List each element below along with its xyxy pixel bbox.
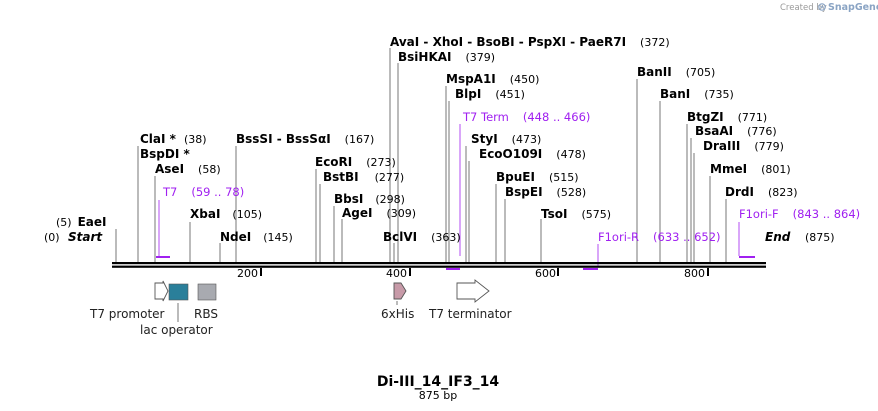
feature-label-lac-operator: lac operator bbox=[140, 323, 213, 337]
primer-bars bbox=[156, 256, 755, 270]
restriction-site-labels: (5)EaeI ClaI *(38) BspDI * AseI(58) XbaI… bbox=[56, 35, 798, 244]
site-label-btgzi[interactable]: BtgZI(771) bbox=[687, 110, 767, 124]
feature-label-t7-terminator: T7 terminator bbox=[428, 307, 512, 321]
site-label-eaei[interactable]: (5)EaeI bbox=[56, 215, 107, 229]
site-label-bsaai[interactable]: BsaAI(776) bbox=[695, 124, 777, 138]
primer-bar-t7 bbox=[156, 256, 170, 258]
end-labels: (0) Start End (875) bbox=[44, 230, 835, 244]
feature-6xhis-arrow[interactable] bbox=[393, 282, 407, 300]
site-label-blpi[interactable]: BlpI(451) bbox=[455, 87, 525, 101]
site-label-bsihkai[interactable]: BsiHKAI(379) bbox=[398, 50, 495, 64]
site-label-bspei[interactable]: BspEI(528) bbox=[505, 185, 586, 199]
ruler-tick-label: 800 bbox=[684, 267, 705, 280]
feature-t7-terminator-arrow[interactable] bbox=[456, 279, 490, 303]
feature-label-6xhis: 6xHis bbox=[381, 307, 414, 321]
site-label-clai[interactable]: ClaI *(38) bbox=[140, 132, 207, 146]
credit-brand: SnapGene bbox=[828, 2, 878, 13]
start-label: Start bbox=[68, 230, 103, 244]
primer-label-t7-term[interactable]: T7 Term(448 .. 466) bbox=[462, 110, 590, 124]
site-label-styi[interactable]: StyI(473) bbox=[471, 132, 541, 146]
ruler-tick-mark bbox=[707, 268, 709, 276]
map-length: 875 bp bbox=[419, 389, 457, 402]
site-label-mspa1i[interactable]: MspA1I(450) bbox=[446, 72, 539, 86]
end-label: End bbox=[765, 230, 791, 244]
feature-track: T7 promoter lac operator RBS 6xHis T7 te… bbox=[89, 279, 512, 337]
ruler-tick-mark bbox=[557, 268, 559, 276]
site-label-drdi[interactable]: DrdI(823) bbox=[725, 185, 798, 199]
ruler-tick-mark bbox=[260, 268, 262, 276]
site-label-asei[interactable]: AseI(58) bbox=[155, 162, 221, 176]
site-label-bspdi[interactable]: BspDI * bbox=[140, 147, 190, 161]
ruler-tick-label: 600 bbox=[535, 267, 556, 280]
site-label-banii[interactable]: BanII(705) bbox=[637, 65, 715, 79]
end-position: (875) bbox=[805, 231, 835, 244]
site-label-bpuei[interactable]: BpuEI(515) bbox=[496, 170, 579, 184]
site-label-ecoo109i[interactable]: EcoO109I(478) bbox=[479, 147, 586, 161]
site-label-avai-group[interactable]: AvaI - XhoI - BsoBI - PspXI - PaeR7I(372… bbox=[390, 35, 670, 49]
feature-lac-operator-box[interactable] bbox=[168, 283, 189, 301]
feature-t7-promoter-arrow[interactable] bbox=[154, 280, 169, 302]
site-label-bclvi[interactable]: BclVI(363) bbox=[383, 230, 461, 244]
map-title: Di-III_14_IF3_14 bbox=[377, 374, 500, 390]
site-label-ndei[interactable]: NdeI(145) bbox=[220, 230, 293, 244]
ruler-tick-label: 400 bbox=[386, 267, 407, 280]
site-label-bstbi[interactable]: BstBI(277) bbox=[323, 170, 404, 184]
start-position: (0) bbox=[44, 231, 60, 244]
ruler: 200 400 600 800 bbox=[237, 267, 709, 280]
feature-rbs-box[interactable] bbox=[197, 283, 217, 301]
site-label-ecori[interactable]: EcoRI(273) bbox=[315, 155, 396, 169]
feature-label-rbs: RBS bbox=[194, 307, 218, 321]
dna-backbone bbox=[112, 262, 766, 268]
site-label-mmei[interactable]: MmeI(801) bbox=[710, 162, 791, 176]
primer-labels: T7(59 .. 78) T7 Term(448 .. 466) F1ori-R… bbox=[162, 110, 860, 244]
site-label-draiii[interactable]: DraIII(779) bbox=[703, 139, 784, 153]
primer-bar-f1ori-f bbox=[739, 256, 755, 258]
site-leader-lines bbox=[115, 48, 740, 266]
site-label-agei[interactable]: AgeI(309) bbox=[342, 206, 416, 220]
site-label-bani[interactable]: BanI(735) bbox=[660, 87, 734, 101]
primer-label-t7[interactable]: T7(59 .. 78) bbox=[162, 185, 244, 199]
ruler-tick-mark bbox=[409, 268, 411, 276]
primer-label-f1ori-r[interactable]: F1ori-R(633 .. 652) bbox=[598, 230, 721, 244]
site-label-xbai[interactable]: XbaI(105) bbox=[190, 207, 262, 221]
site-label-bbsi[interactable]: BbsI(298) bbox=[334, 192, 405, 206]
credit-prefix: Created by bbox=[780, 3, 827, 13]
primer-label-f1ori-f[interactable]: F1ori-F(843 .. 864) bbox=[739, 207, 860, 221]
snapgene-logo bbox=[818, 3, 826, 11]
feature-label-t7-promoter: T7 promoter bbox=[89, 307, 165, 321]
primer-bar-t7-term bbox=[446, 268, 460, 270]
site-label-tsoi[interactable]: TsoI(575) bbox=[541, 207, 611, 221]
site-label-bsssi[interactable]: BssSI - BssSαI(167) bbox=[236, 132, 374, 146]
ruler-tick-label: 200 bbox=[237, 267, 258, 280]
primer-bar-f1ori-r bbox=[583, 268, 598, 270]
